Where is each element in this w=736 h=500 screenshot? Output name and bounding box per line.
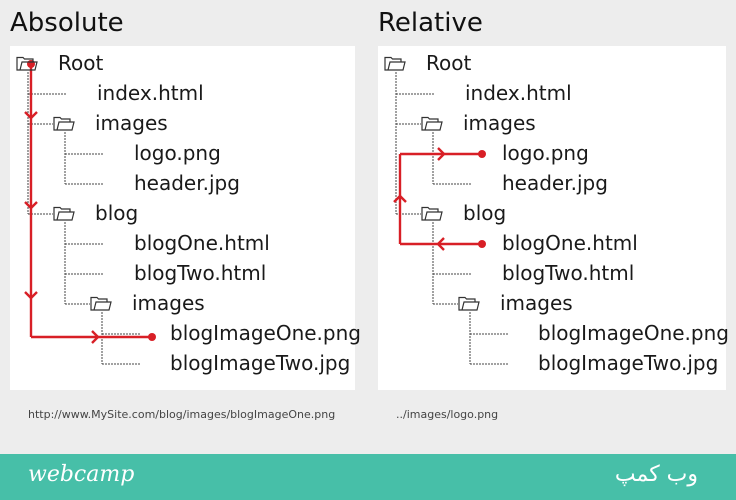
absolute-tree-node-folder: images (95, 111, 168, 135)
relative-arrow-right (437, 147, 446, 161)
relative-arrow-left (436, 237, 445, 251)
absolute-tree-node-file: blogTwo.html (134, 261, 267, 285)
relative-tree-node-folder: blog (463, 201, 507, 225)
absolute-tree-node-file: blogOne.html (134, 231, 270, 255)
relative-tree-node-file: logo.png (502, 141, 589, 165)
relative-tree-node-file: blogImageOne.png (538, 321, 729, 345)
relative-tree-lines (393, 72, 508, 365)
absolute-tree-node-file: index.html (97, 81, 204, 105)
absolute-tree-node-folder: blog (95, 201, 139, 225)
relative-tree-node-file: index.html (465, 81, 572, 105)
absolute-arrow-down (24, 201, 38, 210)
webcamp-logo: webcamp (28, 462, 135, 487)
relative-tree-node-folder: images (463, 111, 536, 135)
relative-tree-node-file: blogTwo.html (502, 261, 635, 285)
absolute-end-dot (148, 333, 156, 341)
absolute-heading: Absolute (10, 8, 124, 38)
relative-heading: Relative (378, 8, 483, 38)
relative-tree-panel: Root index.html images logo.png header.jpg bl… (378, 46, 729, 390)
absolute-tree-node-folder: Root (58, 51, 104, 75)
webcamp-logo-persian: وب کمپ (614, 462, 698, 487)
relative-tree-node-folder: images (500, 291, 573, 315)
absolute-tree-node-file: blogImageTwo.jpg (170, 351, 351, 375)
relative-tree-node-file: header.jpg (502, 171, 608, 195)
relative-path-caption: ../images/logo.png (396, 408, 499, 421)
absolute-path-caption: http://www.MySite.com/blog/images/blogIm… (28, 408, 336, 421)
absolute-tree-lines (24, 60, 156, 365)
absolute-tree-node-file: blogImageOne.png (170, 321, 361, 345)
absolute-tree-panel: Root index.html images logo.png header.jpg bl… (10, 46, 361, 390)
absolute-arrow-right (91, 330, 100, 344)
relative-tree-node-folder: Root (426, 51, 472, 75)
relative-end-dot (478, 150, 486, 158)
relative-tree-node-file: blogImageTwo.jpg (538, 351, 719, 375)
absolute-tree-node-file: header.jpg (134, 171, 240, 195)
footer-bar: webcamp وب کمپ (0, 454, 736, 500)
absolute-arrow-down (24, 111, 38, 120)
relative-tree-node-file: blogOne.html (502, 231, 638, 255)
absolute-tree-node-folder: images (132, 291, 205, 315)
absolute-tree-node-file: logo.png (134, 141, 221, 165)
relative-arrow-up (393, 194, 407, 203)
absolute-arrow-down (24, 291, 38, 300)
